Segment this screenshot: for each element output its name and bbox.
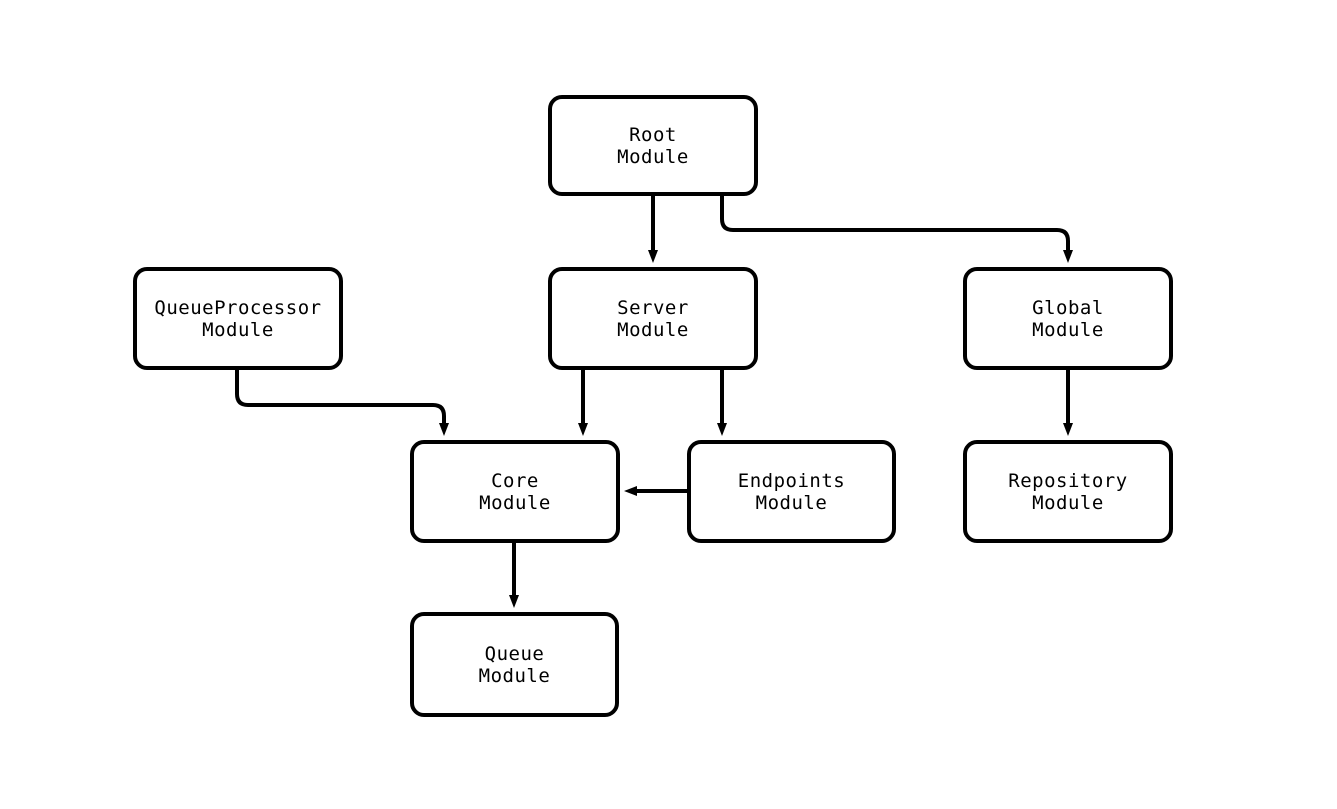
node-queueprocessor-module-name: QueueProcessor — [154, 296, 322, 319]
edge-queueprocessor-to-core — [235, 370, 449, 436]
node-queueprocessor-module-suffix: Module — [202, 318, 274, 341]
node-root-module[interactable]: Root Module — [548, 95, 758, 196]
node-root-module-suffix: Module — [617, 145, 689, 168]
node-global-module[interactable]: Global Module — [963, 267, 1173, 370]
node-server-module-suffix: Module — [617, 318, 689, 341]
node-global-module-suffix: Module — [1032, 318, 1104, 341]
node-repository-module-suffix: Module — [1032, 491, 1104, 514]
node-endpoints-module[interactable]: Endpoints Module — [687, 440, 896, 543]
node-queue-module[interactable]: Queue Module — [410, 612, 619, 717]
node-endpoints-module-name: Endpoints — [737, 469, 846, 492]
node-core-module[interactable]: Core Module — [410, 440, 620, 543]
node-queue-module-name: Queue — [484, 642, 545, 665]
node-server-module[interactable]: Server Module — [548, 267, 758, 370]
node-root-module-name: Root — [629, 123, 677, 146]
node-global-module-name: Global — [1032, 296, 1104, 319]
node-queueprocessor-module[interactable]: QueueProcessor Module — [133, 267, 343, 370]
node-repository-module[interactable]: Repository Module — [963, 440, 1173, 543]
node-core-module-name: Core — [491, 469, 539, 492]
node-core-module-suffix: Module — [479, 491, 551, 514]
node-repository-module-name: Repository — [1008, 469, 1128, 492]
edge-root-to-global — [720, 196, 1073, 263]
node-server-module-name: Server — [617, 296, 689, 319]
node-endpoints-module-suffix: Module — [755, 491, 828, 514]
node-queue-module-suffix: Module — [478, 664, 551, 687]
